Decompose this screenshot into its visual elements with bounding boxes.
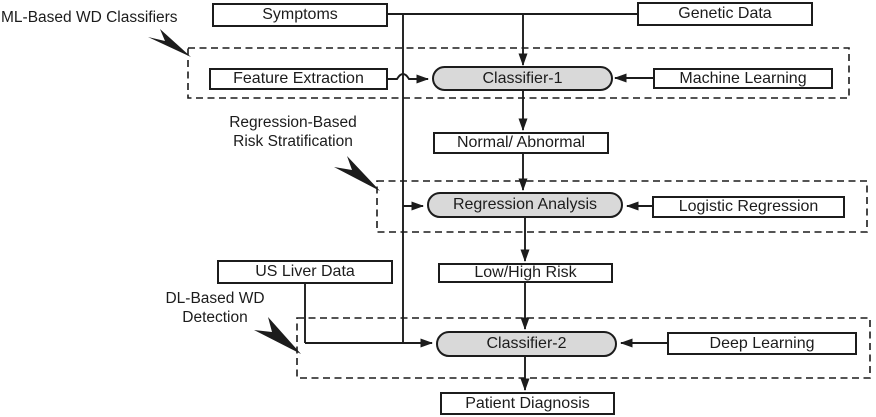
regression-stage-frame <box>376 180 868 233</box>
node-regression-analysis: Regression Analysis <box>427 192 623 218</box>
node-classifier-2: Classifier-2 <box>436 331 617 357</box>
dl-stage-label-line2: Detection <box>182 309 248 326</box>
dl-stage-label: DL-Based WD Detection <box>150 289 280 327</box>
node-classifier-1: Classifier-1 <box>432 66 613 91</box>
regression-stage-label-line2: Risk Stratification <box>233 133 353 150</box>
dl-stage-label-line1: DL-Based WD <box>165 290 265 307</box>
node-normal-abnormal: Normal/ Abnormal <box>433 132 609 154</box>
node-genetic-data: Genetic Data <box>637 2 813 26</box>
node-deep-learning: Deep Learning <box>667 332 857 355</box>
ml-callout-arrow-icon <box>148 29 191 57</box>
regression-stage-label-line1: Regression-Based <box>229 114 357 131</box>
node-low-high-risk: Low/High Risk <box>438 263 613 283</box>
node-feature-extraction: Feature Extraction <box>209 68 388 90</box>
ml-stage-frame <box>187 47 850 99</box>
edge-feature-to-classifier1 <box>388 73 429 84</box>
node-patient-diagnosis: Patient Diagnosis <box>440 392 615 415</box>
node-machine-learning: Machine Learning <box>653 68 833 89</box>
node-logistic-regression: Logistic Regression <box>652 196 845 218</box>
ml-stage-label: ML-Based WD Classifiers <box>1 9 178 26</box>
node-symptoms: Symptoms <box>212 3 388 27</box>
dl-stage-frame <box>296 317 871 379</box>
dl-callout-arrow-icon <box>254 317 301 354</box>
node-us-liver-data: US Liver Data <box>217 260 393 284</box>
regression-callout-arrow-icon <box>334 156 380 191</box>
regression-stage-label: Regression-Based Risk Stratification <box>208 113 378 151</box>
